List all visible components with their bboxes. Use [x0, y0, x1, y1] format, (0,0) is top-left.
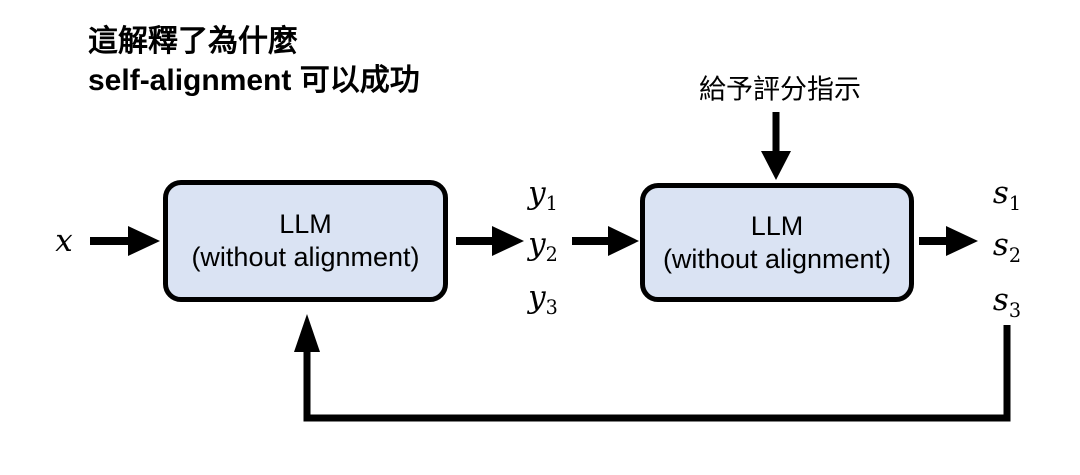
score-label-s2: s2 [992, 227, 1022, 268]
candidate-label-y1: y1 [528, 175, 558, 216]
scoring-instruction-label: 給予評分指示 [699, 74, 861, 105]
score-label-s3: s3 [992, 282, 1022, 323]
feedback-loop-arrow [294, 314, 1011, 422]
input-x-label: x [55, 223, 73, 259]
evaluator-output-arrow [919, 226, 978, 256]
llm-generator-label-line2: (without alignment) [191, 242, 420, 272]
candidate-label-y3: y3 [528, 279, 558, 320]
instruction-down-arrow [761, 112, 791, 180]
page-title: 這解釋了為什麼 self-alignment 可以成功 [88, 22, 420, 100]
evaluator-input-arrow [572, 226, 639, 256]
title-line-1: 這解釋了為什麼 [88, 25, 298, 58]
llm-generator-box: LLM (without alignment) [163, 180, 448, 302]
title-line-2: self-alignment 可以成功 [88, 64, 420, 97]
score-label-s1: s1 [992, 175, 1022, 216]
llm-evaluator-label-line1: LLM [750, 210, 804, 241]
llm-evaluator-label-line2: (without alignment) [662, 243, 892, 274]
input-arrow [90, 226, 160, 256]
llm-generator-label-line1: LLM [279, 209, 332, 239]
llm-evaluator-box: LLM (without alignment) [640, 183, 914, 302]
generator-output-arrow [456, 226, 524, 256]
candidate-label-y2: y2 [528, 226, 558, 267]
